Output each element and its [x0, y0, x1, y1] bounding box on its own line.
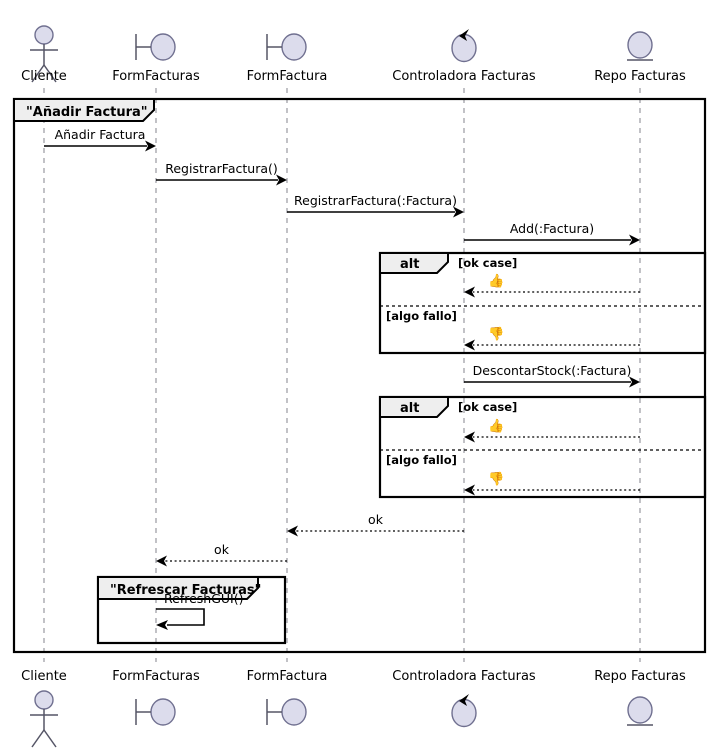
lifeline-foot-label-repo: Repo Facturas [594, 669, 686, 684]
message-label-m1: Añadir Factura [55, 127, 146, 142]
lifeline-foot-repo[interactable]: Repo Facturas [594, 669, 686, 726]
message-m12[interactable]: RefreshGUI() [156, 591, 243, 630]
message-m8[interactable]: 👍 [464, 418, 640, 443]
fragment-guard: [ok case] [458, 256, 517, 270]
fragment-guard: [algo fallo] [386, 453, 457, 467]
message-m1[interactable]: Añadir Factura [44, 127, 156, 152]
lifeline-feet-group: Cliente FormFacturas FormFactura Controlado… [21, 669, 686, 748]
lifeline-head-cliente[interactable]: Cliente [21, 25, 67, 84]
fragment-guard: [algo fallo] [386, 309, 457, 323]
lifeline-label-formfacturas: FormFacturas [112, 69, 200, 84]
actor-stick-figure-icon [30, 690, 58, 748]
message-m5[interactable]: 👍 [464, 273, 640, 298]
boundary-icon [266, 33, 307, 61]
actor-stick-figure-icon [30, 25, 58, 83]
message-m10[interactable]: ok [287, 512, 464, 537]
lifeline-head-formfactura[interactable]: FormFactura [247, 33, 328, 84]
fragment-title: "Refrescar Facturas" [110, 583, 261, 598]
control-icon [451, 29, 477, 63]
message-label-m8: 👍 [488, 418, 504, 434]
lifeline-foot-formfactura[interactable]: FormFactura [247, 669, 328, 726]
message-m2[interactable]: RegistrarFactura() [156, 161, 287, 186]
fragment-alt1: alt [ok case] [algo fallo] [378, 251, 707, 355]
entity-icon [627, 31, 653, 61]
lifeline-foot-label-cliente: Cliente [21, 669, 67, 684]
fragment-operator: alt [400, 401, 419, 416]
outer-fragment-frame: "Añadir Factura" [12, 97, 707, 654]
message-label-m9: 👎 [488, 471, 504, 487]
fragments-group: alt [ok case] [algo fallo] alt [ok case] [alg… [96, 251, 707, 645]
lifeline-foot-cliente[interactable]: Cliente [21, 669, 67, 748]
message-label-m10: ok [368, 512, 384, 527]
lifeline-foot-label-formfactura: FormFactura [247, 669, 328, 684]
boundary-icon [266, 698, 307, 726]
lifeline-label-repo: Repo Facturas [594, 69, 686, 84]
message-label-m2: RegistrarFactura() [165, 161, 278, 176]
message-m9[interactable]: 👎 [464, 471, 640, 496]
lifeline-foot-label-controladora: Controladora Facturas [392, 669, 536, 684]
lifeline-foot-label-formfacturas: FormFacturas [112, 669, 200, 684]
lifeline-head-formfacturas[interactable]: FormFacturas [112, 33, 200, 84]
boundary-icon [135, 33, 176, 61]
message-m6[interactable]: 👎 [464, 326, 640, 351]
lifeline-head-controladora[interactable]: Controladora Facturas [392, 29, 536, 84]
lifeline-head-repo[interactable]: Repo Facturas [594, 31, 686, 84]
message-label-m4: Add(:Factura) [510, 221, 594, 236]
message-m11[interactable]: ok [156, 542, 287, 567]
entity-icon [627, 696, 653, 726]
lifeline-label-cliente: Cliente [21, 69, 67, 84]
lifeline-heads-group: Cliente FormFacturas FormFactura Controlado… [21, 25, 686, 84]
message-label-m7: DescontarStock(:Factura) [473, 363, 632, 378]
message-label-m5: 👍 [488, 273, 504, 289]
lifeline-label-controladora: Controladora Facturas [392, 69, 536, 84]
fragment-operator: alt [400, 257, 419, 272]
message-label-m3: RegistrarFactura(:Factura) [294, 193, 457, 208]
lifeline-foot-controladora[interactable]: Controladora Facturas [392, 669, 536, 728]
message-label-m12: RefreshGUI() [164, 591, 243, 606]
message-m3[interactable]: RegistrarFactura(:Factura) [287, 193, 464, 218]
fragment-refrescar: "Refrescar Facturas" [96, 575, 287, 645]
outer-fragment: "Añadir Factura" [12, 97, 707, 654]
message-m7[interactable]: DescontarStock(:Factura) [464, 363, 640, 388]
message-label-m6: 👎 [488, 326, 504, 342]
lifeline-label-formfactura: FormFactura [247, 69, 328, 84]
boundary-icon [135, 698, 176, 726]
fragment-title: "Añadir Factura" [26, 105, 148, 120]
message-label-m11: ok [214, 542, 230, 557]
lifeline-foot-formfacturas[interactable]: FormFacturas [112, 669, 200, 726]
control-icon [451, 694, 477, 728]
fragment-guard: [ok case] [458, 400, 517, 414]
message-m4[interactable]: Add(:Factura) [464, 221, 640, 246]
fragment-alt2: alt [ok case] [algo fallo] [378, 395, 707, 499]
